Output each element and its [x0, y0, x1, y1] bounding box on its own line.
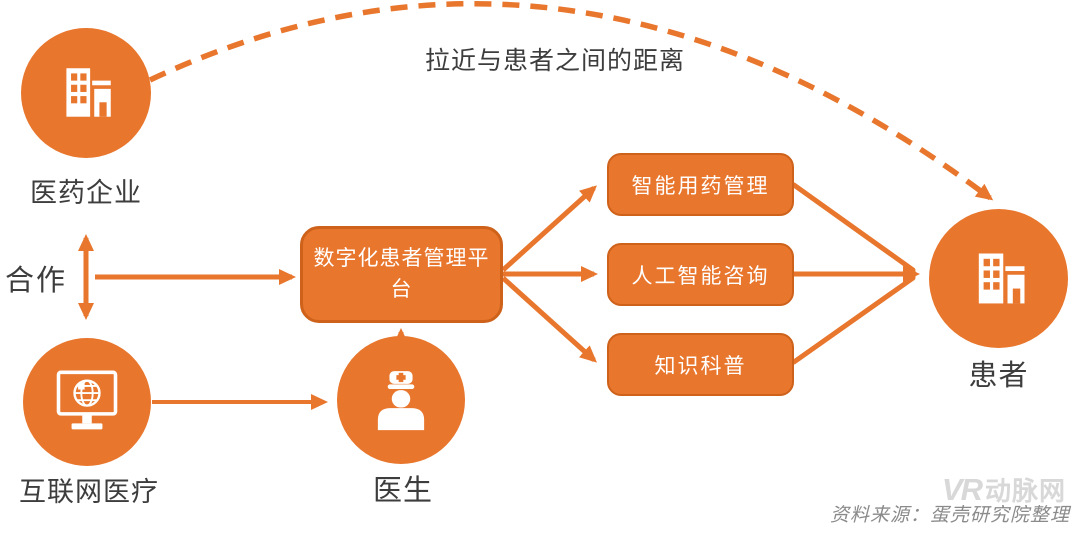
line-service-0-to-patient — [791, 182, 916, 273]
platform-label: 数字化患者管理平台 — [313, 247, 490, 301]
arrow-platform-to-service-0 — [501, 185, 597, 272]
buildings-icon — [53, 60, 119, 126]
dashed-arrow-pharma-to-patient — [148, 0, 994, 201]
service-label: 知识科普 — [654, 354, 747, 378]
monitor-globe-icon — [49, 364, 125, 440]
source-attribution: 资料来源：蛋壳研究院整理 — [829, 505, 1070, 526]
line-service-2-to-patient — [791, 275, 916, 365]
service-box-medication-management: 智能用药管理 — [607, 153, 794, 216]
service-label: 智能用药管理 — [631, 174, 770, 198]
service-box-knowledge: 知识科普 — [607, 333, 794, 396]
node-internet-healthcare — [23, 338, 151, 466]
internet-healthcare-label: 互联网医疗 — [19, 477, 159, 507]
node-patient — [929, 209, 1068, 348]
node-doctor — [337, 336, 465, 464]
doctor-icon — [364, 363, 438, 437]
doctor-label: 医生 — [372, 475, 433, 507]
service-label: 人工智能咨询 — [631, 264, 770, 288]
service-box-ai-consultation: 人工智能咨询 — [607, 243, 794, 306]
patient-label: 患者 — [968, 360, 1029, 392]
node-pharma-company — [21, 28, 151, 158]
pharma-company-label: 医药企业 — [30, 178, 142, 208]
watermark-name: 动脉网 — [984, 476, 1066, 506]
arrow-platform-to-service-2 — [501, 276, 597, 363]
distance-note-label: 拉近与患者之间的距离 — [424, 47, 685, 75]
buildings-icon — [965, 245, 1033, 313]
platform-box: 数字化患者管理平台 — [300, 226, 503, 323]
cooperation-label: 合作 — [5, 265, 68, 297]
vr-logo: VR — [941, 472, 983, 507]
